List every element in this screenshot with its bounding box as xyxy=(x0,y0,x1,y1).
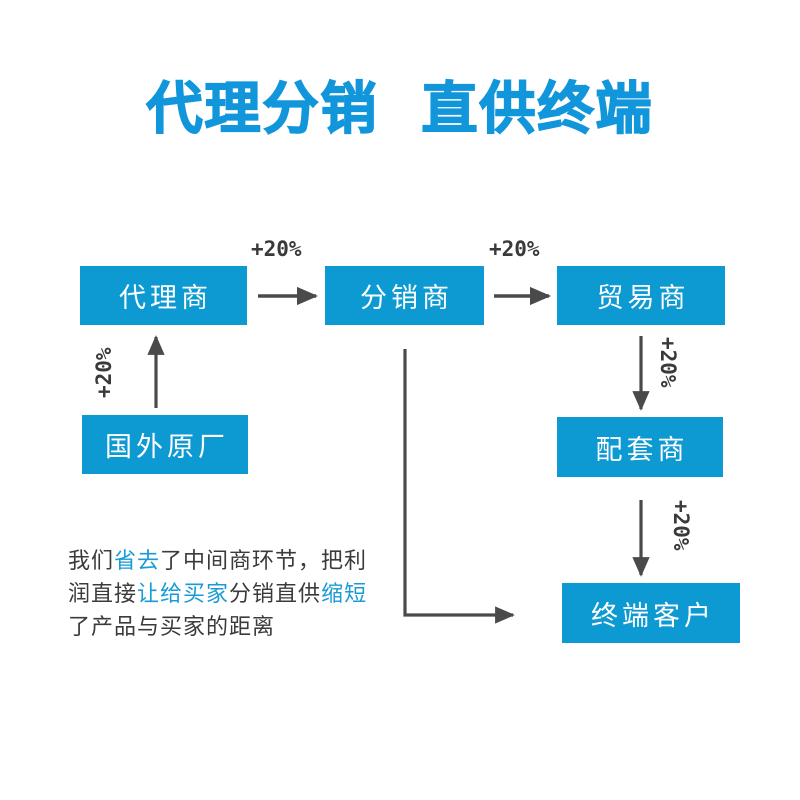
markup-factory-to-agent: +20% xyxy=(92,347,116,398)
node-foreign-factory[interactable]: 国外原厂 xyxy=(82,415,248,474)
node-supporting-vendor-label: 配套商 xyxy=(595,434,689,466)
node-supporting-vendor[interactable]: 配套商 xyxy=(557,417,723,477)
markup-distributor-to-trader: +20% xyxy=(489,237,540,261)
node-trader[interactable]: 贸易商 xyxy=(557,266,725,325)
blurb-seg-6: 了产品与买家的 xyxy=(68,615,230,640)
markup-agent-to-distributor: +20% xyxy=(251,237,302,261)
blurb-highlight-3: 缩短 xyxy=(321,582,368,607)
blurb-seg-2: 了中间商环节， xyxy=(160,549,322,574)
blurb-highlight-1: 省去 xyxy=(114,549,161,574)
node-trader-label: 贸易商 xyxy=(596,283,690,314)
value-proposition-text: 我们省去了中间商环节，把利润直接让给买家分销直供缩短了产品与买家的距离 xyxy=(68,545,386,644)
node-distributor[interactable]: 分销商 xyxy=(325,266,484,325)
blurb-seg-5: 直供 xyxy=(275,582,322,607)
node-agent-label: 代理商 xyxy=(119,283,212,314)
blurb-seg-1: 我们 xyxy=(68,549,115,574)
blurb-highlight-2: 让给买家 xyxy=(137,582,230,607)
blurb-seg-7: 距离 xyxy=(229,615,276,640)
arrow-distributor-to-enduser xyxy=(403,349,515,624)
node-distributor-label: 分销商 xyxy=(360,283,453,314)
markup-supporting-to-enduser: +20% xyxy=(669,500,693,551)
blurb-seg-3: 把利润直接 xyxy=(68,549,368,607)
page-title: 代理分销 直供终端 xyxy=(146,77,654,143)
node-foreign-factory-label: 国外原厂 xyxy=(105,432,229,463)
blurb-seg-4: 分销 xyxy=(229,582,276,607)
node-end-customer[interactable]: 终端客户 xyxy=(562,583,740,643)
node-end-customer-label: 终端客户 xyxy=(591,600,715,632)
node-agent[interactable]: 代理商 xyxy=(80,266,247,325)
markup-trader-to-supporting: +20% xyxy=(656,337,680,388)
